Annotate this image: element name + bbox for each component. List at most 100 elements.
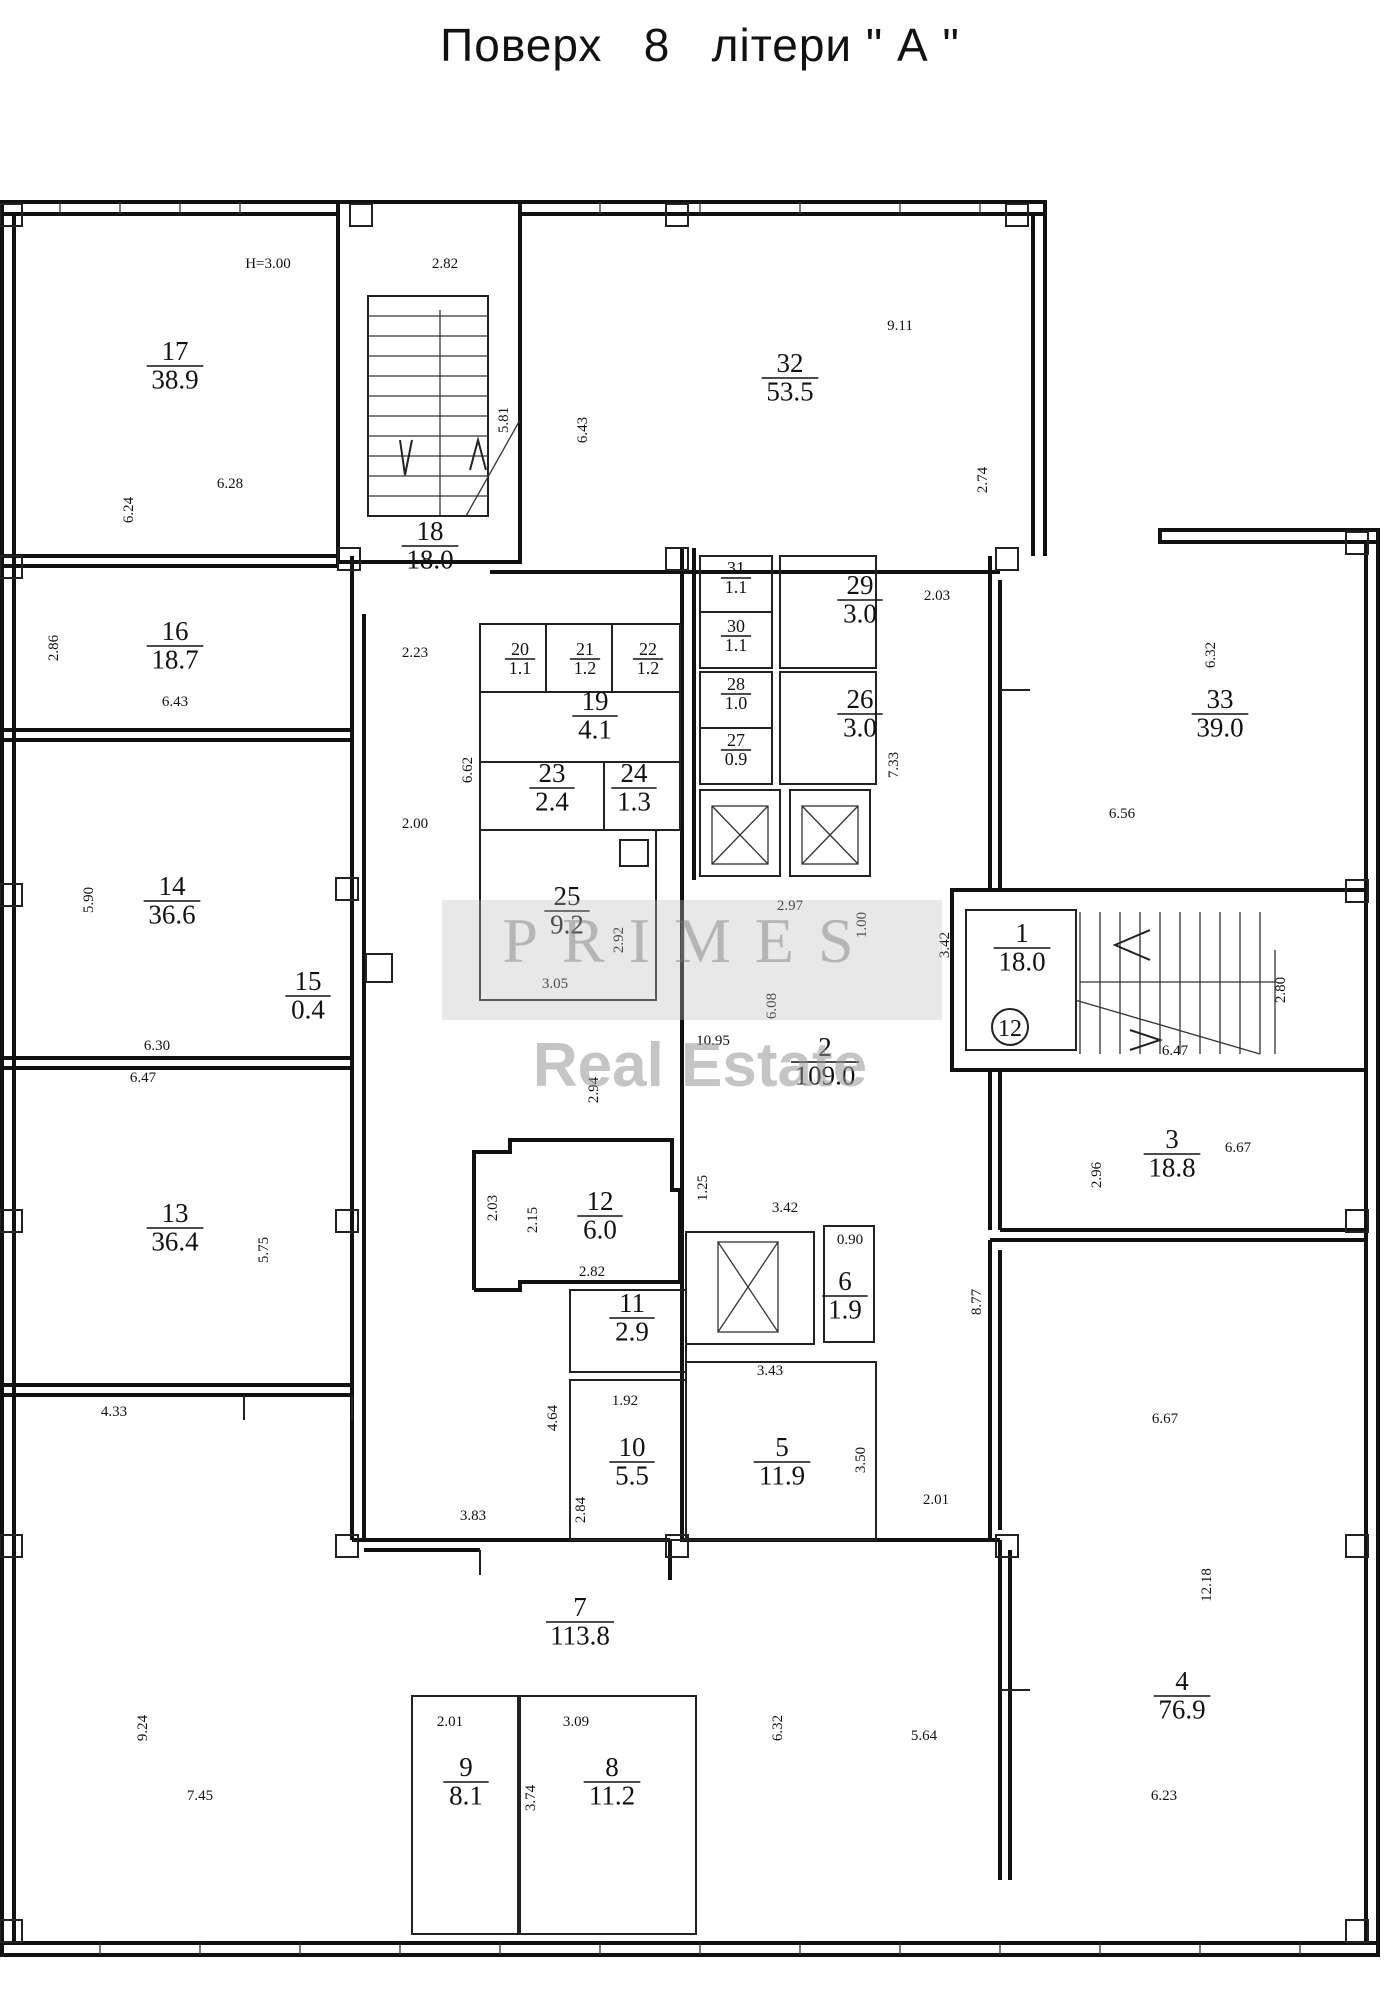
dimension-label: 6.67	[1225, 1140, 1252, 1156]
room-number: 27	[727, 730, 745, 750]
dimension-label: 6.23	[1151, 1788, 1177, 1804]
room-area: 0.9	[725, 749, 748, 769]
dimension-label: 4.64	[545, 1404, 561, 1431]
room-area: 11.2	[589, 1780, 635, 1810]
watermark-logo: PRIMES	[502, 905, 878, 976]
dimension-label: 3.43	[757, 1363, 783, 1379]
dimension-label: 3.42	[937, 932, 953, 958]
room-27-label: 270.9	[720, 730, 752, 769]
room-number: 3	[1165, 1124, 1179, 1154]
room-number: 17	[162, 336, 189, 366]
room-number: 33	[1207, 684, 1234, 714]
room-26-label: 263.0	[837, 684, 883, 742]
room-area: 2.4	[535, 786, 569, 816]
room-number: 18	[417, 516, 444, 546]
room-30-label: 301.1	[720, 616, 752, 655]
dimension-label: 6.56	[1109, 806, 1136, 822]
ceiling-height-label: H=3.00	[245, 256, 291, 272]
dimension-label: 6.67	[1152, 1411, 1179, 1427]
room-1-label: 118.0	[993, 918, 1051, 976]
dimension-label: 6.62	[460, 757, 476, 783]
room-number: 2	[818, 1032, 832, 1062]
room-number: 1	[1015, 918, 1029, 948]
room-number: 6	[838, 1266, 852, 1296]
room-number: 22	[639, 639, 657, 659]
room-number: 25	[554, 881, 581, 911]
dimension-label: 7.45	[187, 1788, 213, 1804]
dimension-label: 6.24	[121, 496, 137, 523]
dimension-label: 6.32	[770, 1715, 786, 1741]
room-number: 12	[587, 1186, 614, 1216]
room-number: 10	[619, 1432, 646, 1462]
dimension-label: 1.25	[695, 1175, 711, 1201]
dimension-label: 6.32	[1203, 642, 1219, 668]
room-area: 53.5	[766, 376, 813, 406]
dimension-label: 2.86	[46, 634, 62, 661]
dimension-label: 6.28	[217, 476, 243, 492]
dimension-label: 6.47	[130, 1070, 157, 1086]
room-number: 14	[159, 871, 187, 901]
room-number: 7	[573, 1592, 587, 1622]
room-area: 1.1	[509, 658, 532, 678]
dimension-label: 3.74	[523, 1784, 539, 1811]
room-area: 38.9	[151, 364, 198, 394]
room-20-label: 201.1	[504, 639, 536, 678]
dimension-label: 2.84	[573, 1496, 589, 1523]
dimension-label: 8.77	[969, 1288, 985, 1315]
room-area: 3.0	[843, 712, 877, 742]
room-8-label: 811.2	[583, 1752, 641, 1810]
room-number: 23	[539, 758, 566, 788]
room-3-label: 318.8	[1143, 1124, 1201, 1182]
room-number: 13	[162, 1198, 189, 1228]
dimension-label: 2.80	[1273, 977, 1289, 1003]
room-number: 5	[775, 1432, 789, 1462]
room-area: 6.0	[583, 1214, 617, 1244]
room-area: 1.0	[725, 693, 748, 713]
room-area: 36.4	[151, 1226, 199, 1256]
room-9-label: 98.1	[443, 1752, 489, 1810]
dimension-label: 4.33	[101, 1404, 127, 1420]
room-12-label: 126.0	[577, 1186, 623, 1244]
room-area: 109.0	[795, 1060, 856, 1090]
dimension-label: 7.33	[886, 752, 902, 778]
room-area: 18.0	[998, 946, 1045, 976]
room-19-label: 194.1	[572, 686, 618, 744]
dimension-label: 6.30	[144, 1038, 170, 1054]
room-area: 11.9	[759, 1460, 805, 1490]
room-25-label: 259.2	[544, 881, 590, 939]
room-area: 1.2	[637, 658, 660, 678]
dimension-label: 10.95	[696, 1033, 730, 1049]
room-number: 21	[576, 639, 594, 659]
room-number: 28	[727, 674, 745, 694]
room-number: 15	[295, 966, 322, 996]
dimension-label: 2.94	[586, 1076, 602, 1103]
dimension-label: 2.92	[611, 927, 627, 953]
dimension-label: 6.43	[162, 694, 188, 710]
room-area: 76.9	[1158, 1694, 1205, 1724]
dimension-label: 6.43	[575, 417, 591, 443]
room-area: 18.7	[151, 644, 198, 674]
room-area: 0.4	[291, 994, 325, 1024]
dimension-label: 2.23	[402, 645, 428, 661]
room-number: 11	[619, 1288, 645, 1318]
room-area: 36.6	[148, 899, 195, 929]
room-area: 113.8	[550, 1620, 610, 1650]
dimension-label: 2.03	[485, 1195, 501, 1221]
floor-title: Поверх 8 літери " А "	[440, 19, 960, 71]
watermark-text: Real Estate	[532, 1031, 868, 1100]
dimension-label: 9.11	[887, 318, 913, 334]
dimension-label: 12.18	[1199, 1568, 1215, 1602]
room-number: 8	[605, 1752, 619, 1782]
dimension-label: 1.92	[612, 1393, 638, 1409]
room-number: 16	[162, 616, 189, 646]
dimension-label: 2.82	[432, 256, 458, 272]
room-area: 4.1	[578, 714, 612, 744]
room-number: 9	[459, 1752, 473, 1782]
dimension-label: 3.50	[853, 1447, 869, 1473]
